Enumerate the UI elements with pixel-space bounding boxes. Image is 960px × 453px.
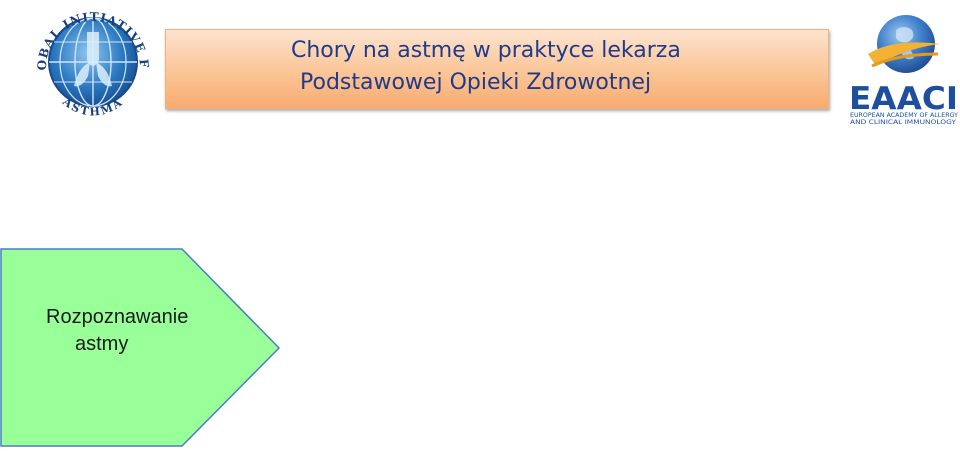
globe-logo-icon: EAACI EUROPEAN ACADEMY OF ALLERGY AND CL… <box>849 15 958 126</box>
eaaci-logo: EAACI EUROPEAN ACADEMY OF ALLERGY AND CL… <box>846 8 960 126</box>
eaaci-subtitle-line-1: EUROPEAN ACADEMY OF ALLERGY <box>850 112 958 119</box>
title-box: Chory na astmę w praktyce lekarza Podsta… <box>165 29 829 109</box>
flow-step-label-line-2: astmy <box>75 333 129 355</box>
flow-step-label-line-1: Rozpoznawanie <box>46 306 189 328</box>
page-title-line-1: Chory na astmę w praktyce lekarza <box>291 38 681 63</box>
gina-logo: GLOBAL INITIATIVE FOR ASTHMA <box>24 0 155 120</box>
page-title-line-2: Podstawowej Opieki Zdrowotnej <box>300 70 652 95</box>
flow-step-chevron <box>0 248 281 447</box>
eaaci-subtitle-line-2: AND CLINICAL IMMUNOLOGY <box>850 119 956 126</box>
globe-logo-icon: GLOBAL INITIATIVE FOR ASTHMA <box>24 0 150 119</box>
eaaci-wordmark: EAACI <box>849 81 958 117</box>
